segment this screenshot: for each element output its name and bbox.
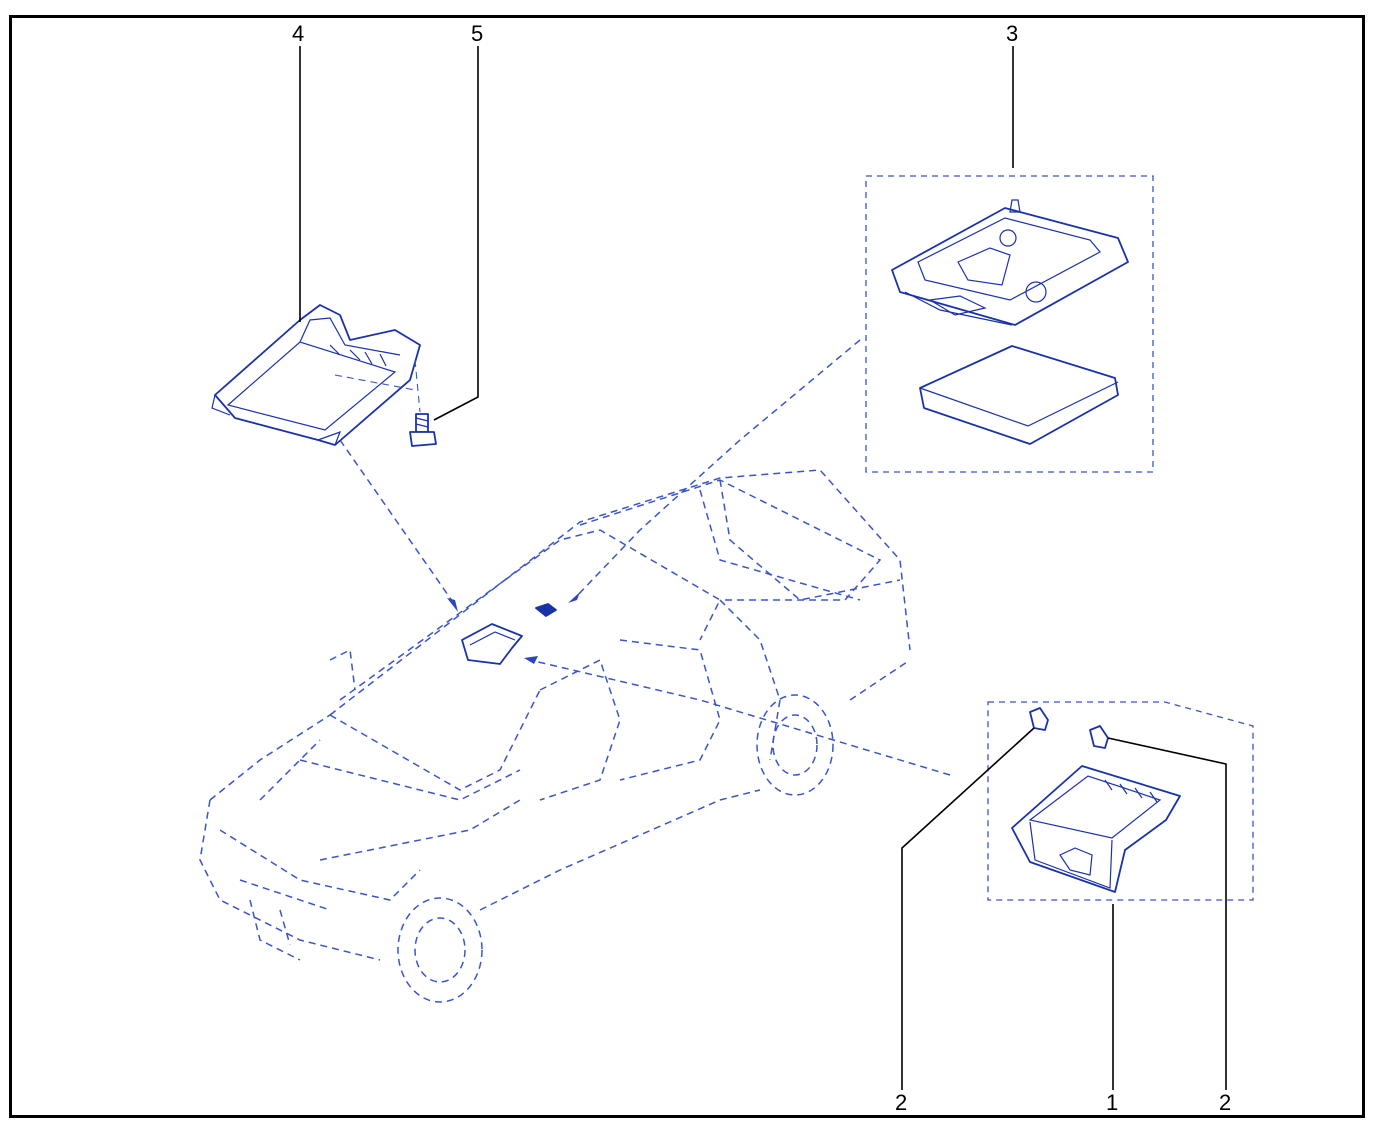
callout-4: 4 bbox=[292, 21, 305, 46]
part-1-overhead-console bbox=[1011, 765, 1181, 893]
diagram-frame bbox=[9, 15, 1365, 1118]
callout-5: 5 bbox=[471, 21, 484, 46]
part-2-clip-right bbox=[1089, 725, 1109, 749]
assembly-arrows bbox=[339, 339, 951, 776]
callout-3: 3 bbox=[1006, 21, 1019, 46]
part-3-detail-box bbox=[865, 175, 1154, 473]
part-2-clip-left bbox=[1029, 707, 1049, 731]
roof-console-location bbox=[461, 603, 557, 665]
part-1-detail-box bbox=[987, 701, 1254, 901]
callout-2-right: 2 bbox=[1219, 1090, 1232, 1115]
callout-2-left: 2 bbox=[895, 1090, 908, 1115]
part-3-dome-light bbox=[891, 199, 1129, 445]
part-5-screw bbox=[409, 359, 437, 447]
vehicle-outline bbox=[199, 469, 911, 1003]
part-4-bracket bbox=[211, 304, 421, 446]
callout-1: 1 bbox=[1106, 1090, 1119, 1115]
callout-leaders bbox=[299, 46, 1227, 1090]
